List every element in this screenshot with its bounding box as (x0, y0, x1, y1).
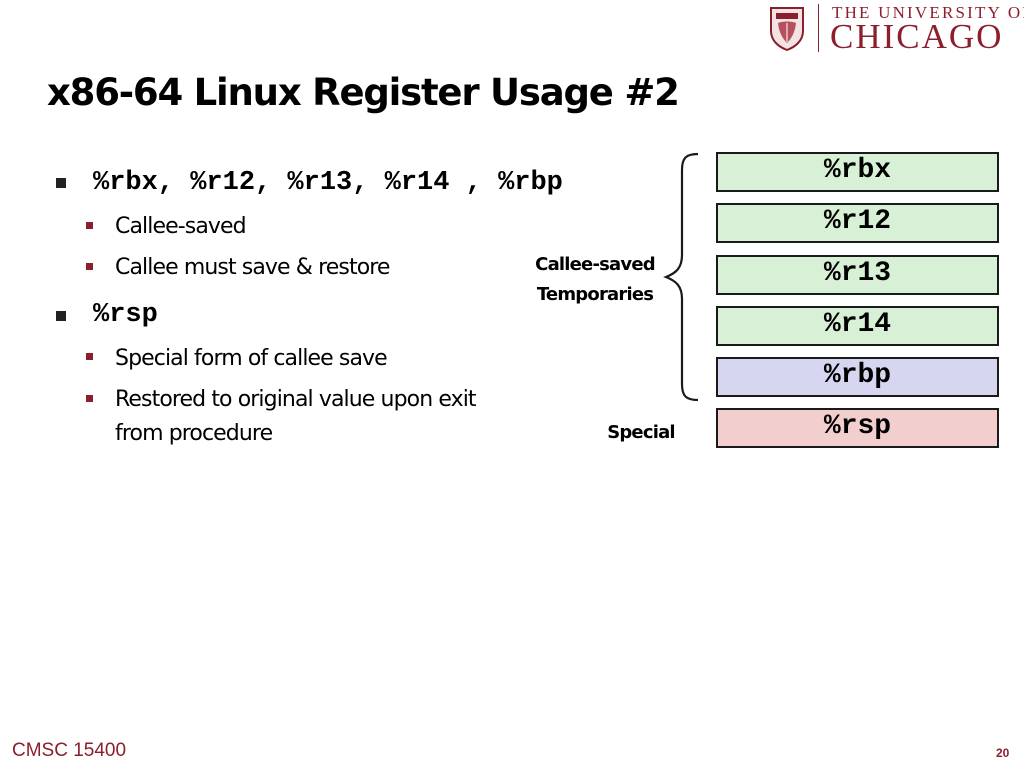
register-rsp: %rsp (716, 408, 999, 448)
logo-university-text: THE UNIVERSITY OF (832, 3, 1024, 22)
logo-divider (818, 4, 819, 52)
sub-bullet-text: Callee must save & restore (115, 255, 390, 280)
bullet-square-icon (56, 311, 66, 321)
sub-bullet-square-icon (86, 395, 93, 402)
sub-bullet-square-icon (86, 222, 93, 229)
bullet-square-icon (56, 178, 66, 188)
register-rbp: %rbp (716, 357, 999, 397)
sub-bullet-text-continued: from procedure (115, 421, 273, 446)
sub-bullet-square-icon (86, 353, 93, 360)
register-r14: %r14 (716, 306, 999, 346)
university-crest-icon (770, 7, 804, 51)
logo-chicago-text: CHICAGO (830, 17, 1004, 56)
register-r13: %r13 (716, 255, 999, 295)
sub-bullet-square-icon (86, 263, 93, 270)
slide-title: x86-64 Linux Register Usage #2 (47, 71, 680, 114)
register-rbx: %rbx (716, 152, 999, 192)
sub-bullet-text: Restored to original value upon exit (115, 387, 477, 412)
sub-bullet-text: Callee-saved (115, 214, 247, 239)
brace-label-callee-saved: Callee-saved (535, 254, 655, 275)
rsp-register-label: %rsp (93, 300, 158, 330)
brace-label-temporaries: Temporaries (536, 284, 654, 305)
special-label: Special (607, 422, 675, 443)
callee-saved-registers-list: %rbx, %r12, %r13, %r14 , %rbp (93, 168, 563, 198)
sub-bullet-text: Special form of callee save (115, 346, 388, 371)
page-number: 20 (996, 746, 1010, 760)
course-label: CMSC 15400 (12, 740, 127, 761)
register-r12: %r12 (716, 203, 999, 243)
curly-brace-icon (663, 152, 699, 402)
